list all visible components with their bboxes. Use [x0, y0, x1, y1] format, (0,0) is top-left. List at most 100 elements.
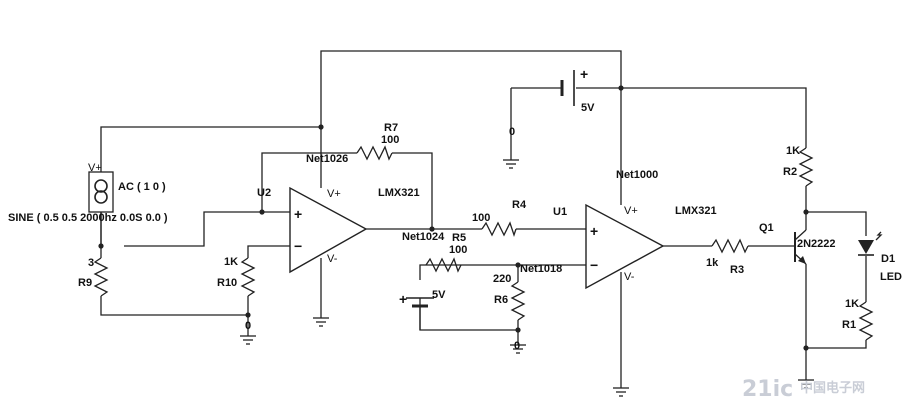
- resistor-r1-ref: R1: [842, 319, 856, 331]
- opamp-u2[interactable]: + − U2 V+ V- LMX321: [257, 186, 420, 274]
- led-emission-arrow-icon: [875, 231, 883, 241]
- source-label: AC ( 1 0 ): [118, 181, 166, 193]
- source-coil-icon: [94, 179, 108, 193]
- opamp-u2-vplus: V+: [327, 188, 341, 200]
- opamp-u1-ref: U1: [553, 206, 567, 218]
- source-spec: SINE ( 0.5 0.5 2000hz 0.0S 0.0 ): [8, 212, 168, 224]
- transistor-collector: [794, 229, 807, 241]
- transistor-q1[interactable]: Q1 2N2222: [759, 222, 836, 265]
- opamp-u2-ref: U2: [257, 187, 271, 199]
- junction-dot: [803, 209, 809, 215]
- ground-battery-top: 0: [503, 126, 519, 169]
- junction-dot: [515, 327, 521, 333]
- opamp-u2-vminus: V-: [327, 253, 338, 265]
- source-coil-icon: [94, 190, 108, 204]
- resistor-r2-ref: R2: [783, 166, 797, 178]
- resistor-r10-ref: R10: [217, 277, 237, 289]
- junction-dot: [245, 312, 251, 318]
- battery-top-plus: +: [580, 66, 588, 82]
- resistor-r7-value: 100: [381, 134, 399, 146]
- ground-label: 0: [509, 126, 515, 138]
- battery-left[interactable]: + 5V: [399, 289, 446, 330]
- resistor-r5-zigzag: [425, 257, 462, 273]
- wire-r1-bottom: [806, 340, 867, 349]
- wire-r7-right: [392, 152, 433, 229]
- ground-emitter: [798, 379, 814, 389]
- opamp-u1[interactable]: + − U1 V+ V- LMX321: [553, 203, 717, 290]
- ground-r6: 0: [510, 340, 526, 354]
- battery-top-value: 5V: [581, 102, 595, 114]
- opamp-u1-vminus: V-: [624, 271, 635, 283]
- led-ref: D1: [881, 253, 895, 265]
- resistor-r1-value: 1K: [845, 298, 859, 310]
- resistor-r6[interactable]: 220 R6: [493, 273, 526, 321]
- watermark: 21ic 中国电子网: [742, 377, 865, 402]
- ac-source[interactable]: V+ AC ( 1 0 ) SINE ( 0.5 0.5 2000hz 0.0S…: [8, 162, 168, 246]
- resistor-r2[interactable]: 1K R2: [783, 145, 814, 187]
- led-d1[interactable]: D1 LED: [858, 231, 902, 283]
- opamp-u1-triangle: [585, 203, 665, 290]
- watermark-site: 中国电子网: [800, 380, 865, 396]
- resistor-r6-value: 220: [493, 273, 511, 285]
- junctions: [98, 85, 809, 351]
- ground-u1: [613, 387, 629, 397]
- opamp-u1-plus: +: [590, 223, 598, 239]
- opamp-u2-model: LMX321: [378, 187, 420, 199]
- resistor-r7-zigzag: [356, 145, 393, 161]
- resistor-r3-ref: R3: [730, 264, 744, 276]
- junction-dot: [259, 209, 265, 215]
- resistor-r2-zigzag: [798, 147, 814, 187]
- resistor-r4-zigzag: [481, 221, 517, 238]
- resistor-r10[interactable]: 1K R10: [217, 256, 256, 297]
- junction-dot: [318, 124, 324, 130]
- resistor-r9-value: 3: [88, 257, 94, 269]
- resistor-r5-ref: R5: [452, 232, 466, 244]
- wire-batt-right: [576, 87, 807, 148]
- opamp-u1-model: LMX321: [675, 205, 717, 217]
- net-labels: Net1026 Net1024 Net1018 Net1000: [306, 153, 658, 275]
- transistor-ref: Q1: [759, 222, 774, 234]
- wire-source-to-plus: [124, 211, 290, 247]
- resistor-r3-zigzag: [711, 238, 749, 254]
- net-label: Net1018: [520, 263, 562, 275]
- ground-label: 0: [514, 340, 520, 352]
- opamp-u1-minus: −: [590, 257, 598, 273]
- resistor-r6-ref: R6: [494, 294, 508, 306]
- opamp-u2-plus: +: [294, 206, 302, 222]
- resistor-r4[interactable]: 100 R4: [472, 199, 527, 238]
- led-triangle-icon: [858, 240, 874, 254]
- resistor-r7-ref: R7: [384, 122, 398, 134]
- net-label: Net1000: [616, 169, 658, 181]
- resistor-r7[interactable]: R7 100: [356, 122, 399, 161]
- resistor-r5-value: 100: [449, 244, 467, 256]
- wire-led-top: [806, 211, 867, 236]
- source-vplus-label: V+: [88, 162, 102, 174]
- resistor-r9[interactable]: 3 R9: [78, 257, 109, 297]
- watermark-brand: 21ic: [742, 377, 793, 402]
- resistor-r1-zigzag: [858, 301, 874, 341]
- wire-u1-minus: [419, 264, 586, 280]
- opamp-u1-vplus: V+: [624, 205, 638, 217]
- battery-left-value: 5V: [432, 289, 446, 301]
- ground-r10: 0: [240, 320, 256, 345]
- resistor-r10-zigzag: [240, 257, 256, 297]
- resistor-r9-ref: R9: [78, 277, 92, 289]
- junction-dot: [429, 226, 435, 232]
- resistor-r9-zigzag: [93, 257, 109, 297]
- net-label: Net1024: [402, 231, 445, 243]
- resistor-r3-value: 1k: [706, 257, 719, 269]
- resistor-r3[interactable]: 1k R3: [706, 238, 749, 276]
- resistor-r4-value: 100: [472, 212, 490, 224]
- resistor-r2-value: 1K: [786, 145, 800, 157]
- battery-left-plus: +: [399, 291, 407, 307]
- opamp-u2-minus: −: [294, 238, 302, 254]
- resistor-r5[interactable]: 100 R5: [425, 232, 467, 273]
- ground-u2: [313, 317, 329, 327]
- resistor-r1[interactable]: 1K R1: [842, 298, 874, 341]
- battery-top[interactable]: + 5V: [560, 66, 595, 114]
- resistor-r10-value: 1K: [224, 256, 238, 268]
- wire-source-vplus: [100, 126, 321, 172]
- wire-minus-r10: [247, 245, 290, 258]
